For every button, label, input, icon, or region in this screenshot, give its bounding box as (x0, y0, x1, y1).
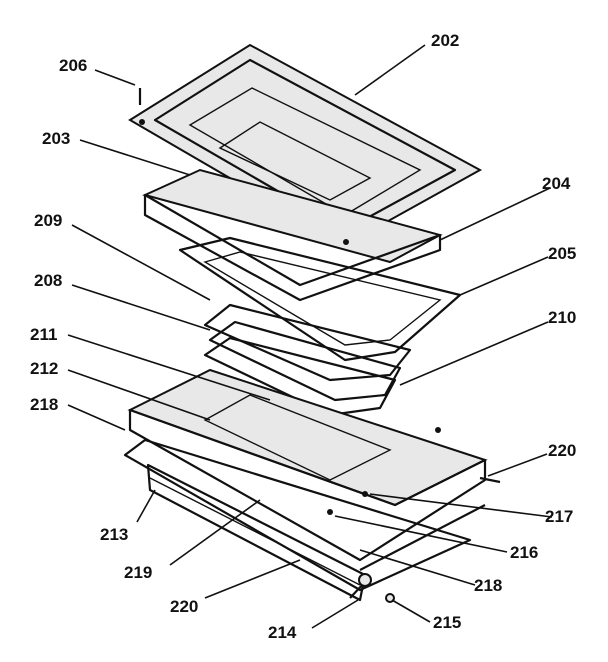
callout-220-bottom: 220 (170, 597, 198, 616)
callout-213: 213 (100, 525, 128, 544)
part-hinge (349, 573, 395, 603)
callout-219: 219 (124, 563, 152, 582)
callout-218-left: 218 (30, 395, 58, 414)
callout-202: 202 (431, 31, 459, 50)
callout-209: 209 (34, 211, 62, 230)
callout-204: 204 (542, 174, 571, 193)
leader-lines (67, 44, 553, 629)
callout-labels: 202 206 203 204 209 205 208 210 211 212 … (30, 31, 576, 642)
callout-218-right: 218 (474, 576, 502, 595)
callout-212: 212 (30, 359, 58, 378)
callout-205: 205 (548, 244, 576, 263)
part-side-rails (359, 476, 501, 571)
part-bottom-tray (123, 438, 472, 602)
callout-215: 215 (433, 613, 461, 632)
callout-203: 203 (42, 129, 70, 148)
part-inner-panel (178, 236, 462, 362)
callout-210: 210 (548, 308, 576, 327)
callout-211: 211 (30, 325, 57, 344)
callout-208: 208 (34, 271, 62, 290)
callout-206: 206 (59, 56, 87, 75)
part-glass-panel (142, 168, 443, 302)
callout-217: 217 (545, 507, 573, 526)
callout-216: 216 (510, 543, 538, 562)
callout-220-right: 220 (548, 441, 576, 460)
callout-214: 214 (268, 623, 297, 642)
